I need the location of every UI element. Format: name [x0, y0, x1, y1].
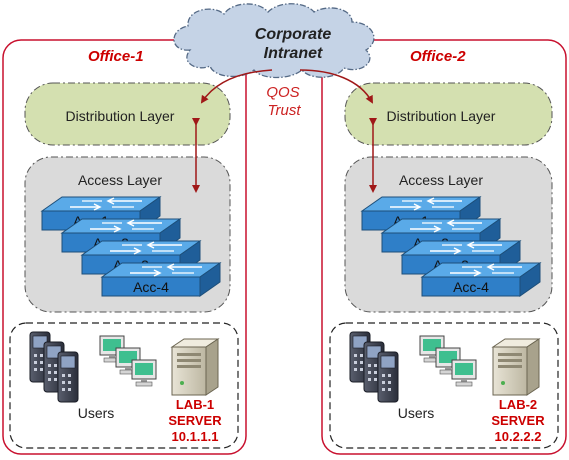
office-1-server-ip: 10.1.1.1: [172, 429, 219, 444]
switch-arrows-icon: [390, 197, 462, 211]
office-2-phones: [349, 331, 399, 403]
office-1-server-icon: [170, 338, 220, 396]
office-2-switch-4: Acc-4: [420, 262, 542, 297]
office-2-server-icon: [491, 338, 541, 396]
office-1-switch-stack: Acc-1Acc-2Acc-3Acc-4: [40, 196, 222, 297]
office-1-users-label: Users: [78, 405, 115, 421]
office-1-switch-4: Acc-4: [100, 262, 222, 297]
switch-arrows-icon: [110, 241, 182, 255]
office-2-switch-stack: Acc-1Acc-2Acc-3Acc-4: [360, 196, 542, 297]
switch-label: Acc-4: [453, 279, 489, 295]
office-1-server-role: SERVER: [168, 413, 222, 428]
corporate-intranet-cloud: Corporate Intranet: [173, 3, 375, 79]
office-1-workstations: [99, 335, 157, 387]
office-1-server-name: LAB-1: [176, 397, 214, 412]
switch-arrows-icon: [130, 263, 202, 277]
office-2-group: Office-2 Distribution Layer Access Layer…: [321, 39, 567, 455]
office-1-group: Office-1 Distribution Layer Access Layer…: [2, 39, 247, 455]
workstation-icon: [451, 359, 477, 387]
office-1-distribution-label: Distribution Layer: [66, 108, 175, 124]
office-2-users-area: [329, 322, 559, 449]
switch-side-face: [199, 262, 221, 297]
office-1-title: Office-1: [88, 48, 144, 65]
qos-label-line1: QOS: [266, 84, 299, 101]
link-cloud-to-office-1: [200, 69, 273, 104]
office-2-access-label: Access Layer: [399, 172, 483, 188]
switch-arrows-icon: [450, 263, 522, 277]
switch-label: Acc-4: [133, 279, 169, 295]
office-2-border: [321, 39, 567, 455]
cloud-label-line1: Corporate: [255, 26, 332, 43]
switch-arrows-icon: [90, 219, 162, 233]
office-2-users-label: Users: [398, 405, 435, 421]
switch-side-face: [519, 262, 541, 297]
office-1-border: [2, 39, 247, 455]
switch-arrows-icon: [70, 197, 142, 211]
office-1-users-area: [9, 322, 239, 449]
office-1-distribution-layer: [24, 82, 231, 146]
office-1-access-label: Access Layer: [78, 172, 162, 188]
office-2-server-role: SERVER: [491, 413, 545, 428]
switch-arrows-icon: [430, 241, 502, 255]
ip-phone-icon: [57, 351, 79, 403]
office-2-distribution-label: Distribution Layer: [387, 108, 496, 124]
office-1-phones: [29, 331, 79, 403]
workstation-icon: [131, 359, 157, 387]
ip-phone-icon: [377, 351, 399, 403]
office-2-title: Office-2: [410, 48, 466, 65]
cloud-shape: [173, 3, 375, 79]
office-2-workstations: [419, 335, 477, 387]
office-2-distribution-layer: [344, 82, 553, 146]
link-cloud-to-office-2: [299, 69, 373, 104]
cloud-label-line2: Intranet: [264, 45, 323, 62]
office-2-server-ip: 10.2.2.2: [495, 429, 542, 444]
qos-label-line2: Trust: [267, 102, 301, 119]
office-2-server-name: LAB-2: [499, 397, 537, 412]
switch-arrows-icon: [410, 219, 482, 233]
